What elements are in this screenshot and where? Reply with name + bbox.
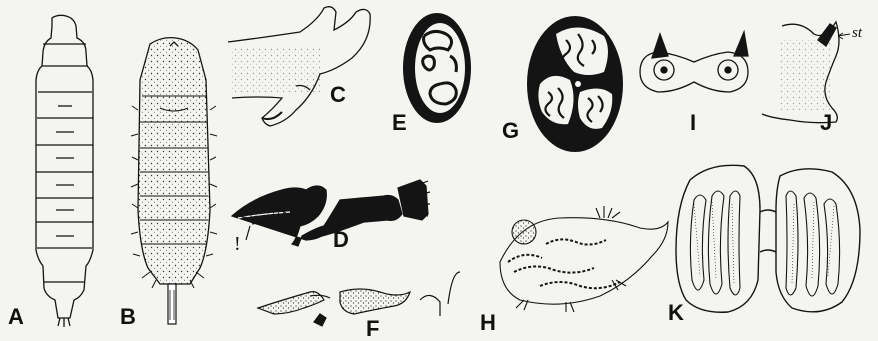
panel-label-b: B [120, 306, 136, 328]
annotation-st: st [852, 26, 862, 41]
panel-i-spiracles [640, 32, 748, 92]
panel-label-a: A [8, 306, 24, 328]
panel-c-head [228, 7, 370, 126]
panel-label-d: D [333, 229, 349, 251]
panel-label-j: J [820, 112, 832, 134]
panel-g-spiracle [527, 16, 623, 152]
panel-d-skeleton [232, 180, 430, 246]
panel-k-spiracles [676, 165, 860, 312]
panel-h-spiracle [500, 206, 668, 312]
panel-e-spiracle [403, 13, 471, 123]
panel-a-larva [36, 15, 93, 327]
panel-label-g: G [502, 120, 519, 142]
panel-f-hooks [258, 272, 460, 326]
panel-label-h: H [480, 312, 496, 334]
panel-label-c: C [330, 84, 346, 106]
panel-label-k: K [668, 302, 684, 324]
panel-label-e: E [392, 112, 407, 134]
panel-j-segment [762, 22, 850, 123]
annotation-exclamation: ! [234, 234, 241, 254]
panel-b-larva [131, 38, 217, 324]
panel-label-i: I [690, 112, 696, 134]
panel-label-f: F [366, 318, 379, 340]
